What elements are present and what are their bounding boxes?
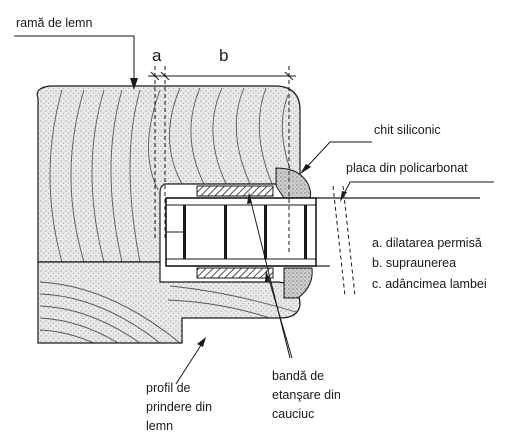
label-rubber-band-line2: etanşare din bbox=[272, 388, 341, 402]
label-wood-frame: ramă de lemn bbox=[16, 16, 92, 30]
polycarbonate-sheet bbox=[165, 197, 480, 267]
silicone-sealant-bottom bbox=[283, 267, 313, 299]
label-silicone: chit siliconic bbox=[374, 123, 441, 137]
legend-item-c: c. adâncimea lambei bbox=[372, 277, 487, 291]
dimension-label-a: a bbox=[152, 46, 162, 65]
leader-lines bbox=[14, 35, 494, 385]
rubber-seal-strip-bottom bbox=[196, 267, 274, 279]
silicone-sealant bbox=[275, 167, 312, 199]
legend-item-b: b. supraunerea bbox=[372, 256, 456, 270]
label-rubber-band-line3: cauciuc bbox=[272, 407, 314, 421]
dimension-label-b: b bbox=[219, 46, 228, 65]
label-profile-line3: lemn bbox=[146, 419, 173, 433]
label-rubber-band-line1: bandă de bbox=[272, 369, 324, 383]
label-profile-line2: prindere din bbox=[146, 400, 212, 414]
clamping-wood-profile bbox=[37, 261, 301, 344]
legend-item-a: a. dilatarea permisă bbox=[372, 236, 482, 250]
rubber-seal-strip-top bbox=[196, 185, 274, 197]
label-polycarbonate-sheet: placa din policarbonat bbox=[346, 161, 468, 175]
wood-grain-top bbox=[49, 87, 295, 262]
wood-frame bbox=[36, 85, 301, 263]
wood-grain-bottom bbox=[39, 281, 297, 343]
dimension-lines bbox=[148, 66, 356, 297]
label-profile-line1: profil de bbox=[146, 381, 191, 395]
